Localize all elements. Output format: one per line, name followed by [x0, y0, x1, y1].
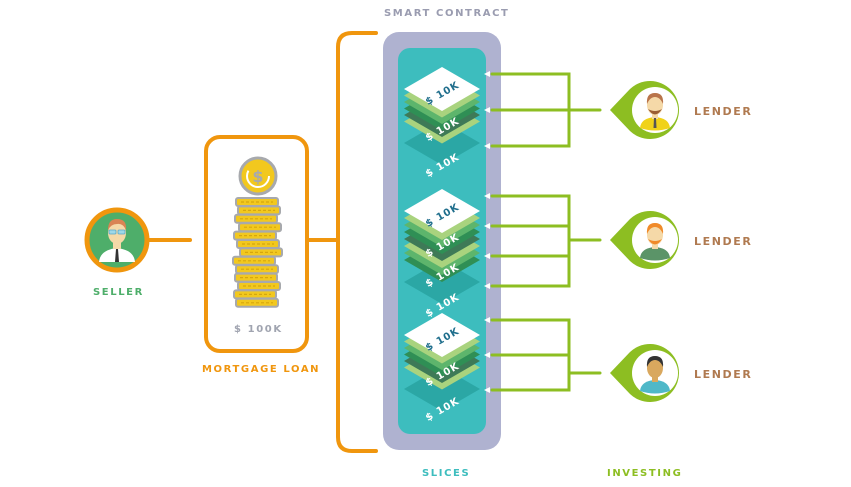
investing-connectors [484, 71, 602, 393]
lender-label: LENDER [694, 105, 753, 118]
mortgage-loan-label: MORTGAGE LOAN [202, 364, 321, 375]
seller-label: SELLER [93, 287, 144, 298]
slice-top [404, 67, 480, 111]
investing-label: INVESTING [607, 468, 683, 479]
slices-layer: $ 10K$ 10K$ 10K$ 10K$ 10K$ 10K$ 10K$ 10K… [404, 67, 480, 424]
mortgage-loan-box[interactable] [204, 135, 309, 353]
slice-top [404, 313, 480, 357]
lender-avatar-icon [640, 93, 670, 131]
contract-bracket [336, 31, 378, 453]
lender-label: LENDER [694, 235, 753, 248]
slice-top [404, 189, 480, 233]
lender-label: LENDER [694, 368, 753, 381]
svg-text:$: $ [252, 167, 263, 186]
lender-avatar-icon [640, 356, 670, 394]
smart-contract-title: SMART CONTRACT [384, 8, 510, 19]
coin-stack-icon: $ [232, 156, 283, 308]
slices-label: SLICES [422, 468, 471, 479]
lender-node[interactable] [610, 344, 680, 402]
lender-node[interactable] [610, 211, 680, 269]
seller-node[interactable] [84, 207, 150, 273]
mortgage-amount: $ 100K [234, 324, 283, 335]
lender-node[interactable] [610, 81, 680, 139]
seller-avatar-icon [99, 219, 135, 262]
lender-avatar-icon [640, 223, 670, 261]
